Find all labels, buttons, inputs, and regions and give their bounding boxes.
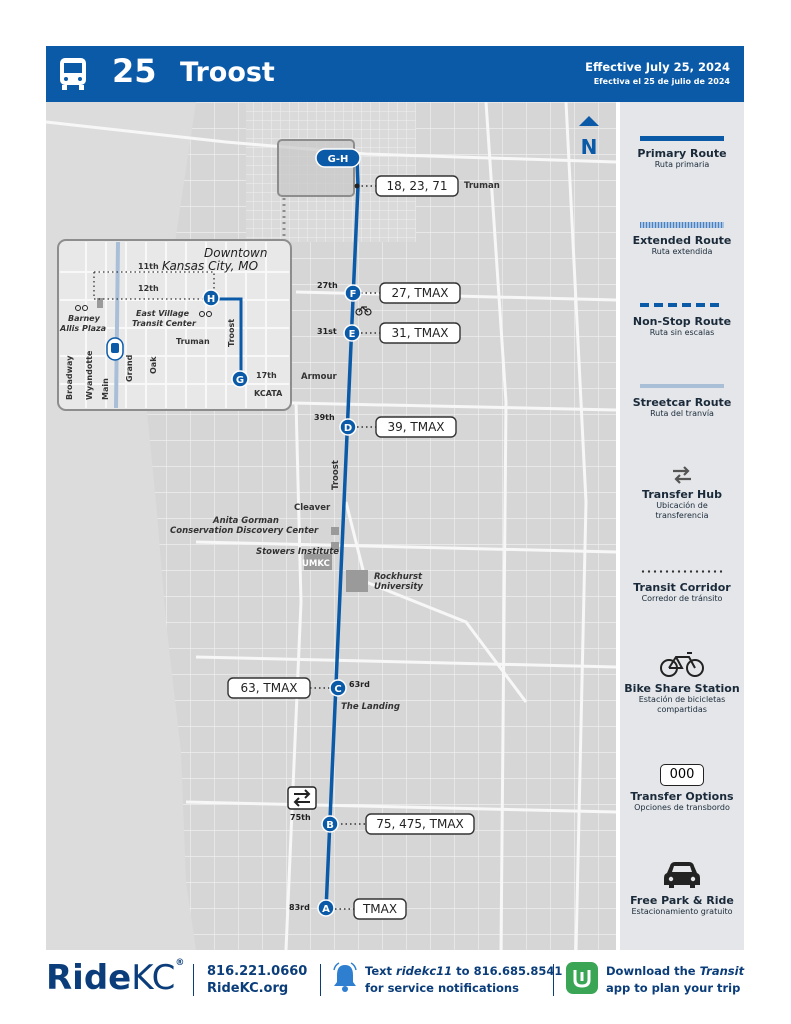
stop-e-marker[interactable] xyxy=(343,324,361,342)
street-75th: 75th xyxy=(290,813,311,822)
legend-transfer-hub: Transfer Hub Ubicación de transferencia xyxy=(620,466,744,521)
label-umkc: UMKC xyxy=(302,559,330,569)
legend-bike-share: Bike Share Station Estación de bicicleta… xyxy=(620,650,744,715)
label-anita-1: Anita Gorman xyxy=(212,516,279,526)
label-rockhurst-2: University xyxy=(374,582,423,592)
bicycle-icon xyxy=(660,652,704,677)
inset-oak: Oak xyxy=(149,356,158,374)
inset-kcata: KCATA xyxy=(254,389,283,398)
legend-primary: Primary Route Ruta primaria xyxy=(620,136,744,170)
notification-bell-icon xyxy=(333,962,357,992)
inset-title-1: Downtown xyxy=(204,246,267,260)
transfer-box-d: 39, TMAX xyxy=(387,420,444,434)
transfer-arrows-icon xyxy=(673,466,691,484)
car-icon xyxy=(664,862,700,888)
route-name: Troost xyxy=(180,57,275,88)
stop-b-marker[interactable] xyxy=(321,815,339,833)
stop-d-letter: D xyxy=(344,423,352,434)
legend-corridor: Transit Corridor Corredor de tránsito xyxy=(620,570,744,604)
transfer-hub-icon xyxy=(287,786,317,810)
transfer-box-gh: 18, 23, 71 xyxy=(386,179,447,193)
street-31st: 31st xyxy=(317,327,337,336)
contact-info: 816.221.0660 RideKC.org xyxy=(207,963,307,997)
label-cleaver: Cleaver xyxy=(294,503,331,513)
transfer-box-e: 31, TMAX xyxy=(391,326,448,340)
transfer-box-a: TMAX xyxy=(362,902,397,916)
inset-12th: 12th xyxy=(138,284,159,293)
inset-wyandotte: Wyandotte xyxy=(85,350,94,400)
inset-east-2: Transit Center xyxy=(132,319,197,328)
stop-c-marker[interactable] xyxy=(329,679,347,697)
street-83rd: 83rd xyxy=(289,903,310,912)
stop-e-letter: E xyxy=(349,329,356,340)
inset-barney-1: Barney xyxy=(68,314,101,323)
map-legend: Primary Route Ruta primaria Extended Rou… xyxy=(616,102,744,950)
inset-title-2: Kansas City, MO xyxy=(162,259,258,273)
transfer-options: TMAX 75, 475, TMAX 63, TMAX 39, TMAX 31,… xyxy=(227,175,475,920)
inset-17th: 17th xyxy=(256,371,277,380)
phone-number[interactable]: 816.221.0660 xyxy=(207,964,308,979)
label-truman: Truman xyxy=(464,181,500,191)
stop-a-marker[interactable] xyxy=(317,899,335,917)
label-rockhurst-1: Rockhurst xyxy=(374,572,423,582)
website-link[interactable]: RideKC.org xyxy=(207,981,289,996)
route-number: 25 xyxy=(112,52,157,90)
stop-f-letter: F xyxy=(350,289,357,300)
stop-gh-letter: G-H xyxy=(328,154,349,165)
effective-date-es: Efectiva el 25 de julio de 2024 xyxy=(593,77,730,86)
street-39th: 39th xyxy=(314,413,335,422)
legend-nonstop: Non-Stop Route Ruta sin escalas xyxy=(620,303,744,338)
stop-b-letter: B xyxy=(326,820,334,831)
label-troost: Troost xyxy=(331,460,341,490)
inset-main: Main xyxy=(101,378,110,400)
inset-east-1: East Village xyxy=(136,309,190,318)
north-label: N xyxy=(581,135,598,159)
north-arrow: N xyxy=(579,116,599,159)
legend-streetcar: Streetcar Route Ruta del tranvía xyxy=(620,384,744,419)
inset-stop-g[interactable] xyxy=(231,370,249,388)
inset-stop-g-letter: G xyxy=(236,375,244,386)
effective-date: Effective July 25, 2024 xyxy=(585,60,730,74)
streetcar-icon xyxy=(106,337,124,361)
page-footer: RideKC® 816.221.0660 RideKC.org Text rid… xyxy=(0,950,791,1024)
inset-barney-2: Allis Plaza xyxy=(59,324,106,333)
inset-bike-icons xyxy=(75,305,212,317)
inset-stop-h-letter: H xyxy=(207,294,215,305)
text-notifications: Text ridekc11 to 816.685.8541 for servic… xyxy=(365,964,563,995)
legend-park-ride: Free Park & Ride Estacionamiento gratuit… xyxy=(620,860,744,917)
label-anita-2: Conservation Discovery Center xyxy=(170,526,319,536)
inset-grand: Grand xyxy=(125,354,134,382)
inset-stop-h[interactable] xyxy=(202,289,220,307)
transfer-box-c: 63, TMAX xyxy=(240,681,297,695)
inset-troost: Troost xyxy=(227,319,236,347)
legend-extended: Extended Route Ruta extendida xyxy=(620,222,744,257)
legend-transfer-options: 000 Transfer Options Opciones de transbo… xyxy=(620,764,744,813)
transfer-box-b: 75, 475, TMAX xyxy=(376,817,464,831)
street-63rd: 63rd xyxy=(349,680,370,689)
inset-broadway: Broadway xyxy=(65,355,74,400)
label-the-landing: The Landing xyxy=(341,702,400,712)
stop-gh-marker[interactable] xyxy=(315,148,361,168)
inset-11th: 11th xyxy=(138,262,159,271)
download-transit-app: Download the Transit app to plan your tr… xyxy=(606,964,745,995)
stop-c-letter: C xyxy=(334,684,341,695)
route-map[interactable]: Truman Armour Troost Cleaver Anita Gorma… xyxy=(46,102,616,950)
inset-truman: Truman xyxy=(176,337,210,346)
stop-a-letter: A xyxy=(322,904,330,915)
downtown-inset: H G Downtown 11th Kansas City, MO 12th 1… xyxy=(57,239,292,411)
label-stowers: Stowers Institute xyxy=(256,547,339,557)
label-armour: Armour xyxy=(301,372,338,382)
umkc-area xyxy=(304,554,332,570)
bike-share-icon xyxy=(355,306,372,316)
stop-d-marker[interactable] xyxy=(339,418,357,436)
rockhurst-area xyxy=(346,570,368,592)
street-27th: 27th xyxy=(317,281,338,290)
bus-icon xyxy=(60,58,86,90)
transit-app-icon[interactable] xyxy=(566,962,598,994)
route-header: 25 Troost Effective July 25, 2024 Efecti… xyxy=(46,46,744,102)
transfer-box-f: 27, TMAX xyxy=(391,286,448,300)
ridekc-logo: RideKC® xyxy=(46,958,185,998)
stop-f-marker[interactable] xyxy=(344,284,362,302)
